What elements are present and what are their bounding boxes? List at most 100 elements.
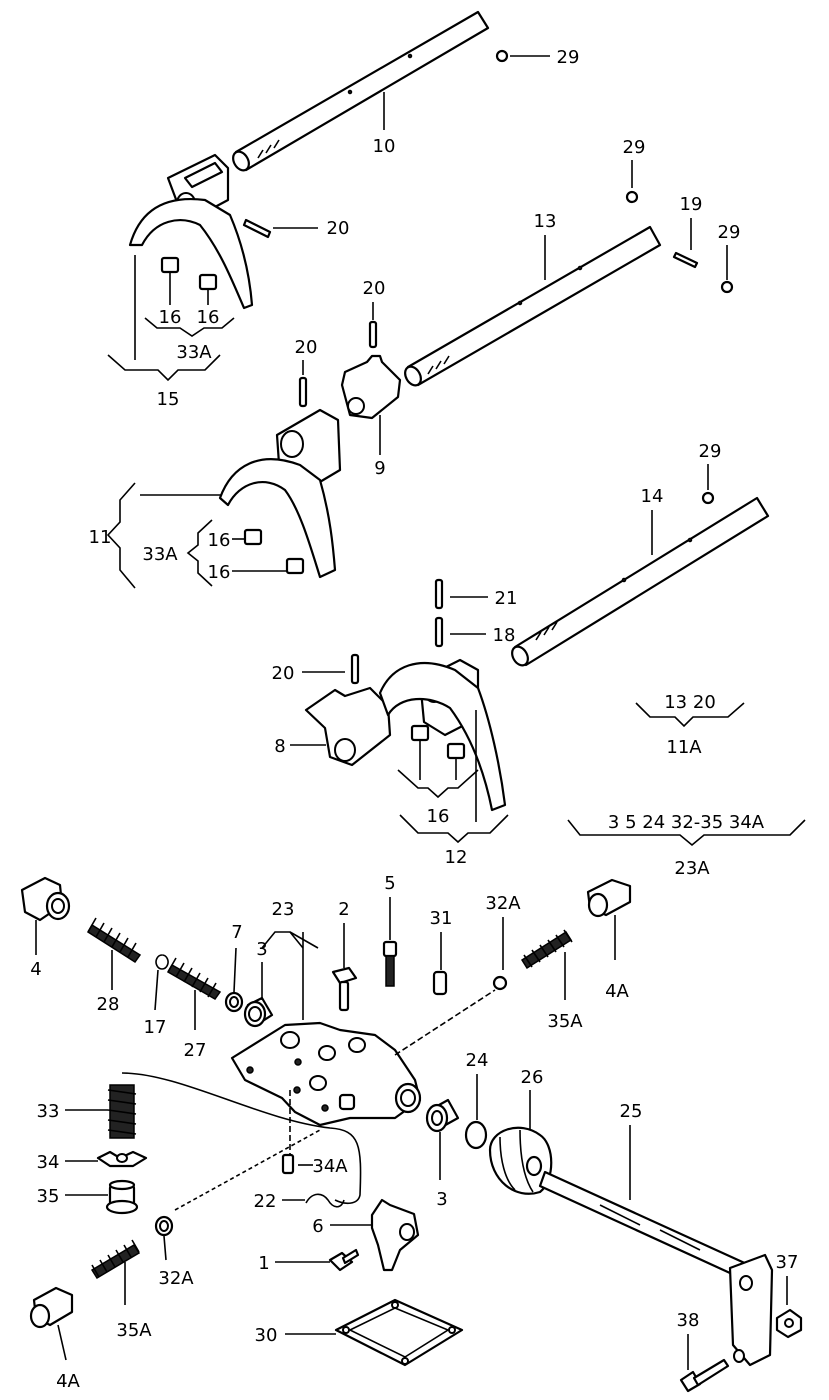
- plug-4A-left: [29, 1286, 74, 1329]
- label-18: 18: [493, 625, 516, 646]
- label-4: 4: [30, 959, 41, 980]
- bolt-38: [679, 1358, 730, 1393]
- label-16-d: 16: [208, 562, 231, 583]
- label-5: 5: [384, 873, 395, 894]
- label-4A-a: 4A: [605, 981, 629, 1002]
- bushing-3-a: [243, 996, 274, 1028]
- ball-32A: [492, 975, 508, 991]
- boot-26: [488, 1126, 553, 1195]
- lever-6: [370, 1198, 420, 1272]
- cup-35: [105, 1179, 139, 1215]
- pad-16-b: [198, 273, 218, 291]
- pin-19: [672, 251, 699, 269]
- washer-32A: [154, 1215, 174, 1237]
- label-6: 6: [312, 1216, 323, 1237]
- label-20-b: 20: [363, 278, 386, 299]
- label-10: 10: [373, 136, 396, 157]
- spring-35A-left: [90, 1239, 141, 1280]
- label-8: 8: [274, 736, 285, 757]
- label-17: 17: [144, 1017, 167, 1038]
- label-2: 2: [338, 899, 349, 920]
- label-12: 12: [445, 847, 468, 868]
- label-37: 37: [776, 1252, 799, 1273]
- label-35A-b: 35A: [116, 1320, 152, 1341]
- label-20-a: 20: [327, 218, 350, 239]
- label-29-c: 29: [718, 222, 741, 243]
- gasket-30: [334, 1298, 464, 1367]
- label-3-b: 3: [436, 1189, 447, 1210]
- shift-rod-13: [404, 225, 662, 387]
- bolt-5: [382, 940, 398, 987]
- ball-29-c: [720, 280, 734, 294]
- spring-clip-22: [305, 1193, 345, 1208]
- spring-35A-right: [520, 929, 573, 970]
- label-33A-b: 33A: [142, 544, 178, 565]
- shift-fork-12: [378, 658, 507, 812]
- plug-31: [432, 970, 448, 996]
- shift-fork-15: [128, 153, 254, 310]
- label-16-e: 16: [427, 806, 450, 827]
- label-4A-b: 4A: [56, 1371, 80, 1392]
- label-16-a: 16: [159, 307, 182, 328]
- nut-37: [775, 1308, 803, 1339]
- label-16-b: 16: [197, 307, 220, 328]
- label-26: 26: [521, 1067, 544, 1088]
- washer-7: [224, 991, 244, 1013]
- spring-28: [86, 917, 142, 964]
- label-11A: 11A: [666, 737, 702, 758]
- label-29-d: 29: [699, 441, 722, 462]
- label-35A-a: 35A: [547, 1011, 583, 1032]
- bolt-1: [328, 1248, 360, 1272]
- ball-29-b: [625, 190, 639, 204]
- ball-29-top: [495, 49, 509, 63]
- pad-16-e: [410, 724, 430, 742]
- pin-18: [434, 616, 444, 648]
- pin-21: [434, 578, 444, 610]
- label-32A-b: 32A: [158, 1268, 194, 1289]
- selector-housing-23: [230, 1021, 422, 1127]
- shift-fork-11: [218, 408, 342, 579]
- retainer-34: [96, 1150, 148, 1168]
- shift-rod-14: [511, 496, 770, 667]
- circlip-17: [155, 954, 169, 970]
- label-32A-a: 32A: [485, 893, 521, 914]
- label-34: 34: [37, 1152, 60, 1173]
- shift-rod-10: [232, 10, 490, 172]
- label-25: 25: [620, 1101, 643, 1122]
- block-9: [340, 354, 402, 420]
- pad-16-d: [285, 557, 305, 575]
- pad-16-c: [243, 528, 263, 546]
- label-31: 31: [430, 908, 453, 929]
- label-34A: 34A: [312, 1156, 348, 1177]
- pad-16-f: [446, 742, 466, 760]
- label-20-d: 20: [272, 663, 295, 684]
- label-20-c: 20: [295, 337, 318, 358]
- label-24: 24: [466, 1050, 489, 1071]
- label-33: 33: [37, 1101, 60, 1122]
- label-35: 35: [37, 1186, 60, 1207]
- pin-20-b: [368, 320, 378, 349]
- label-11: 11: [89, 527, 112, 548]
- bolt-2: [331, 966, 358, 1012]
- bushing-3-b: [425, 1098, 460, 1133]
- pin-34A: [281, 1153, 295, 1175]
- label-3-a: 3: [256, 939, 267, 960]
- label-19: 19: [680, 194, 703, 215]
- label-1: 1: [258, 1253, 269, 1274]
- label-27: 27: [184, 1040, 207, 1061]
- pin-20-c: [298, 376, 308, 408]
- label-23A: 23A: [674, 858, 710, 879]
- block-8: [304, 686, 392, 767]
- spring-33: [107, 1084, 137, 1139]
- group-11A-items: 13 20: [664, 692, 716, 713]
- label-29-b: 29: [623, 137, 646, 158]
- label-33A-a: 33A: [176, 342, 212, 363]
- pin-20-d: [350, 653, 360, 685]
- shift-shaft-25: [538, 1170, 774, 1367]
- label-30: 30: [255, 1325, 278, 1346]
- label-23: 23: [272, 899, 295, 920]
- label-28: 28: [97, 994, 120, 1015]
- label-9: 9: [374, 458, 385, 479]
